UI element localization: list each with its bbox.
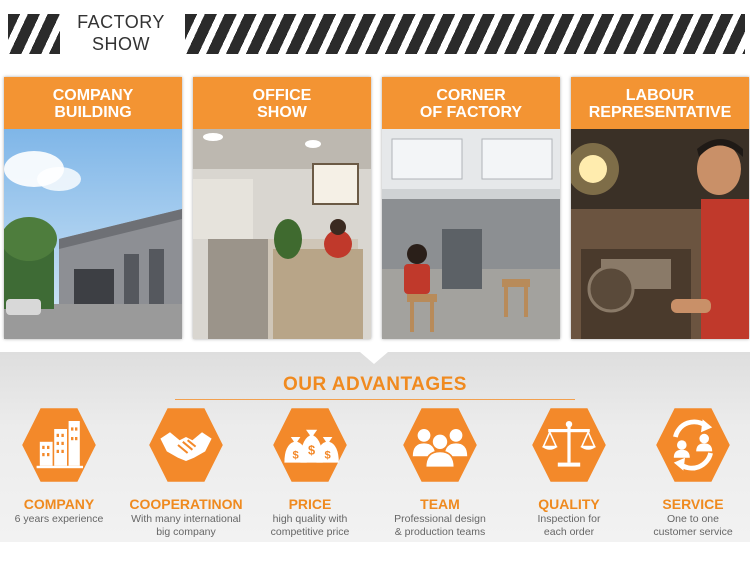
handshake-icon: [149, 408, 223, 482]
buildings-icon: [22, 408, 96, 482]
card-heading: CORNER OF FACTORY: [382, 77, 560, 129]
section-title: FACTORY SHOW: [62, 11, 180, 55]
team-icon: [403, 408, 477, 482]
money-bags-icon: $ $ $: [273, 408, 347, 482]
card-heading-line1: LABOUR: [625, 87, 695, 104]
company-building-photo: [4, 129, 182, 339]
advantage-desc: Inspection for each order: [504, 513, 634, 539]
advantage-desc-line1: With many international: [131, 513, 241, 525]
svg-text:$: $: [308, 443, 315, 458]
card-heading-line2: REPRESENTATIVE: [588, 104, 732, 121]
factory-corner-photo: [382, 129, 560, 339]
card-heading: OFFICE SHOW: [193, 77, 371, 129]
advantage-desc-line2: & production teams: [394, 526, 486, 538]
advantage-title: SERVICE: [662, 496, 724, 512]
header-stripes-right: [185, 14, 745, 54]
customer-service-icon: [656, 408, 730, 482]
advantage-desc-line2: competitive price: [270, 526, 350, 538]
advantage-team: TEAM Professional design & production te…: [375, 405, 505, 539]
advantage-title: COOPERATINON: [129, 496, 243, 512]
advantage-desc-line2: customer service: [653, 526, 733, 538]
advantage-desc-line1: Professional design: [394, 513, 486, 525]
svg-text:$: $: [324, 450, 331, 462]
advantage-desc-line1: 6 years experience: [14, 513, 104, 525]
advantage-desc: 6 years experience: [0, 513, 124, 526]
advantages-title: OUR ADVANTAGES: [283, 374, 467, 395]
section-title-line1: FACTORY: [77, 12, 165, 32]
card-company-building: COMPANY BUILDING: [4, 77, 182, 339]
header-stripes-left: [8, 14, 60, 54]
advantage-desc-line2: each order: [543, 526, 595, 538]
advantage-quality: QUALITY Inspection for each order: [504, 405, 634, 539]
card-heading-line1: COMPANY: [52, 87, 134, 104]
advantage-service: SERVICE One to one customer service: [628, 405, 750, 539]
advantages-section: [0, 352, 750, 542]
advantage-cooperation: COOPERATINON With many international big…: [121, 405, 251, 539]
advantage-desc: With many international big company: [121, 513, 251, 539]
advantage-title: QUALITY: [538, 496, 600, 512]
advantages-underline: [175, 399, 575, 400]
section-notch: [360, 352, 388, 364]
advantage-desc: high quality with competitive price: [245, 513, 375, 539]
svg-text:$: $: [292, 450, 299, 462]
card-office-show: OFFICE SHOW: [193, 77, 371, 339]
card-heading-line1: OFFICE: [252, 87, 312, 104]
office-photo: [193, 129, 371, 339]
card-heading: LABOUR REPRESENTATIVE: [571, 77, 749, 129]
advantage-price: $ $ $ PRICE high quality with competitiv…: [245, 405, 375, 539]
advantage-desc-line1: Inspection for: [537, 513, 601, 525]
advantage-title: PRICE: [288, 496, 332, 512]
card-labour-representative: LABOUR REPRESENTATIVE: [571, 77, 749, 339]
card-heading-line2: BUILDING: [54, 104, 132, 121]
card-heading-line2: OF FACTORY: [419, 104, 523, 121]
card-corner-of-factory: CORNER OF FACTORY: [382, 77, 560, 339]
section-title-line2: SHOW: [92, 34, 150, 54]
labour-photo: [571, 129, 749, 339]
advantage-desc-line2: big company: [156, 526, 216, 538]
balance-scale-icon: [532, 408, 606, 482]
advantage-title: TEAM: [420, 496, 460, 512]
advantage-desc: One to one customer service: [628, 513, 750, 539]
advantage-company: COMPANY 6 years experience: [0, 405, 124, 526]
advantage-desc-line1: high quality with: [272, 513, 348, 525]
advantage-desc: Professional design & production teams: [375, 513, 505, 539]
advantage-desc-line1: One to one: [667, 513, 719, 525]
card-heading-line1: CORNER: [436, 87, 506, 104]
advantage-title: COMPANY: [23, 496, 95, 512]
card-heading: COMPANY BUILDING: [4, 77, 182, 129]
card-heading-line2: SHOW: [257, 104, 307, 121]
